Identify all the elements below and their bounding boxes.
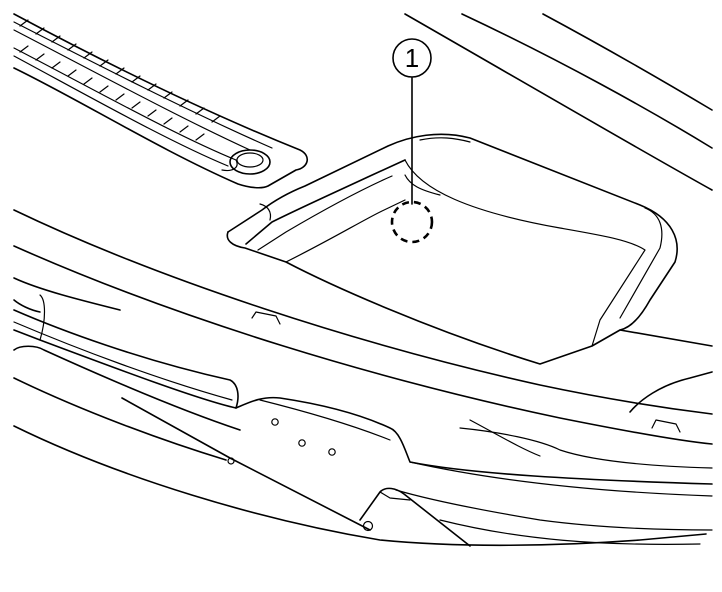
dashed-circle-icon — [390, 200, 434, 244]
vent-grille — [13, 13, 308, 189]
upper-body-lines — [404, 13, 713, 191]
hinge-bracket — [359, 487, 713, 547]
dashboard-panel-lines — [13, 209, 713, 445]
mounting-bracket — [227, 396, 713, 497]
lower-panel — [13, 294, 707, 547]
callout-number: 1 — [405, 43, 419, 73]
center-tray — [226, 133, 713, 365]
callout-marker: 1 — [392, 38, 432, 78]
